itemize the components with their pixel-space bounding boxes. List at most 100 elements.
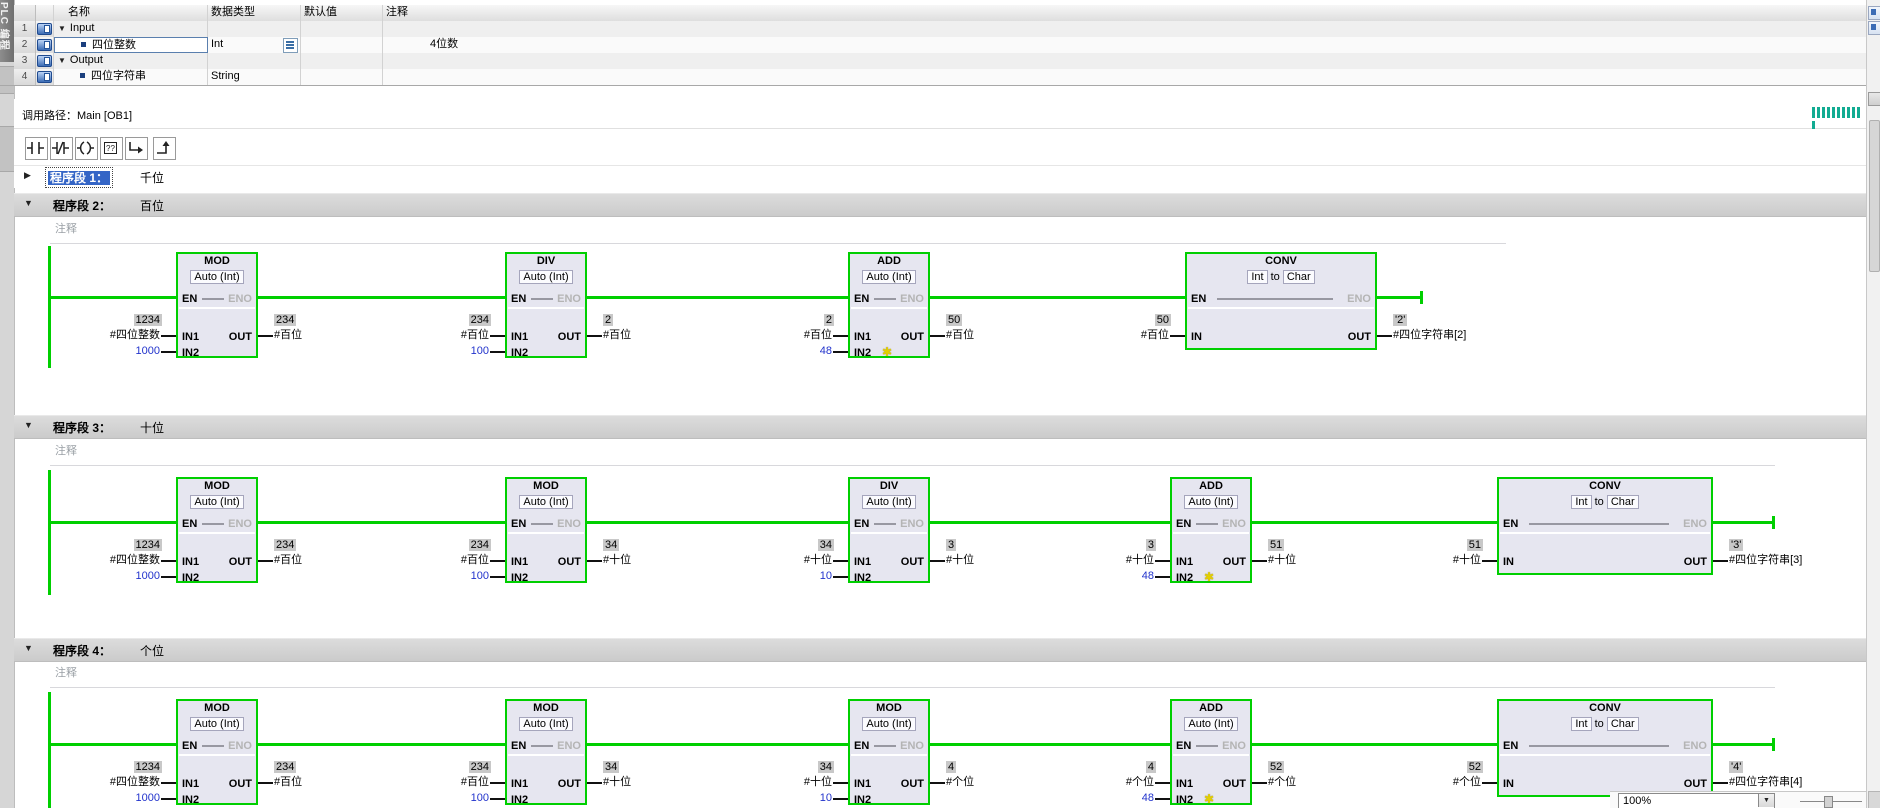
comment-cell[interactable] — [383, 53, 1866, 69]
chevron-down-icon[interactable]: ▼ — [1758, 794, 1774, 807]
header-name[interactable]: 名称 — [54, 5, 208, 21]
block-mode[interactable]: Int to Char — [1499, 717, 1711, 731]
constant-operand[interactable]: 1000 — [135, 570, 160, 582]
constant-operand[interactable]: 48 — [1141, 570, 1154, 582]
operand-name[interactable]: #十位 — [603, 554, 632, 566]
default-cell[interactable] — [301, 69, 383, 85]
name-cell[interactable]: 四位整数 — [54, 37, 208, 53]
operand-name[interactable]: #百位 — [460, 776, 489, 788]
collapse-triangle-icon[interactable]: ▼ — [58, 24, 66, 33]
operand-name[interactable]: #百位 — [603, 329, 632, 341]
network-header[interactable]: ▼程序段 3：十位 — [14, 415, 1866, 439]
operand-name[interactable]: #个位 — [1125, 776, 1154, 788]
network-header[interactable]: ▶程序段 1：千位 — [14, 166, 1866, 188]
network-title[interactable]: 十位 — [140, 421, 165, 435]
close-branch-button[interactable] — [153, 137, 176, 160]
operand-name[interactable]: #百位 — [1140, 329, 1169, 341]
name-cell[interactable]: ▼Output — [54, 53, 208, 69]
block-mode[interactable]: Auto (Int) — [178, 495, 256, 509]
datatype-cell[interactable]: String — [208, 69, 301, 85]
zoom-slider-thumb[interactable] — [1824, 796, 1833, 808]
collapse-triangle-icon[interactable]: ▼ — [24, 420, 33, 430]
operand-name[interactable]: #四位整数 — [109, 554, 160, 566]
insert-input-star-icon[interactable]: ✱ — [882, 345, 893, 359]
operand-name[interactable]: #四位整数 — [109, 776, 160, 788]
expand-triangle-icon[interactable]: ▶ — [24, 170, 31, 180]
network-comment[interactable]: 注释 — [55, 667, 77, 679]
operand-name[interactable]: #百位 — [460, 554, 489, 566]
datatype-dropdown-icon[interactable] — [283, 38, 298, 53]
block-mode[interactable]: Auto (Int) — [850, 717, 928, 731]
default-cell[interactable] — [301, 53, 383, 69]
block-mode[interactable]: Auto (Int) — [178, 270, 256, 284]
table-scroll-button[interactable] — [1868, 21, 1880, 35]
block-mode[interactable]: Int to Char — [1499, 495, 1711, 509]
header-comment[interactable]: 注释 — [386, 6, 408, 18]
empty-box-button[interactable]: ?? — [100, 137, 123, 160]
table-scroll-up-button[interactable] — [1868, 6, 1880, 20]
operand-name[interactable]: #个位 — [1268, 776, 1297, 788]
network-title[interactable]: 千位 — [140, 171, 165, 185]
block-mode[interactable]: Auto (Int) — [507, 717, 585, 731]
constant-operand[interactable]: 100 — [470, 792, 489, 804]
network-header[interactable]: ▼程序段 2：百位 — [14, 193, 1866, 217]
no-contact-button[interactable] — [25, 137, 48, 160]
block-mode[interactable]: Auto (Int) — [507, 270, 585, 284]
default-cell[interactable] — [301, 21, 383, 37]
operand-name[interactable]: #百位 — [274, 554, 303, 566]
operand-name[interactable]: #四位字符串[4] — [1729, 776, 1803, 788]
datatype-cell[interactable]: Int — [208, 37, 301, 53]
operand-name[interactable]: #十位 — [803, 776, 832, 788]
network-title[interactable]: 百位 — [140, 199, 165, 213]
collapse-triangle-icon[interactable]: ▼ — [24, 643, 33, 653]
constant-operand[interactable]: 100 — [470, 570, 489, 582]
operand-name[interactable]: #百位 — [803, 329, 832, 341]
operand-name[interactable]: #百位 — [460, 329, 489, 341]
default-cell[interactable] — [301, 37, 383, 53]
coil-button[interactable] — [75, 137, 98, 160]
operand-name[interactable]: #四位整数 — [109, 329, 160, 341]
insert-input-star-icon[interactable]: ✱ — [1204, 570, 1215, 584]
operand-name[interactable]: #百位 — [274, 776, 303, 788]
nc-contact-button[interactable] — [50, 137, 73, 160]
network-comment[interactable]: 注释 — [55, 223, 77, 235]
header-datatype[interactable]: 数据类型 — [208, 5, 301, 21]
operand-name[interactable]: #个位 — [1452, 776, 1481, 788]
datatype-cell[interactable] — [208, 53, 301, 69]
collapse-triangle-icon[interactable]: ▼ — [58, 56, 66, 65]
constant-operand[interactable]: 100 — [470, 345, 489, 357]
block-mode[interactable]: Auto (Int) — [1172, 495, 1250, 509]
block-mode[interactable]: Auto (Int) — [850, 270, 928, 284]
network-title[interactable]: 个位 — [140, 644, 165, 658]
block-mode[interactable]: Auto (Int) — [178, 717, 256, 731]
comment-cell[interactable]: 4位数 — [430, 38, 459, 50]
constant-operand[interactable]: 48 — [819, 345, 832, 357]
plc-programming-tab[interactable]: PLC 编程 — [0, 0, 14, 62]
operand-name[interactable]: #十位 — [603, 776, 632, 788]
network-header[interactable]: ▼程序段 4：个位 — [14, 638, 1866, 662]
constant-operand[interactable]: 1000 — [135, 345, 160, 357]
name-cell[interactable]: ▼Input — [54, 21, 208, 37]
operand-name[interactable]: #个位 — [946, 776, 975, 788]
zoom-level-combo[interactable]: 100% ▼ — [1618, 793, 1775, 808]
operand-name[interactable]: #十位 — [803, 554, 832, 566]
scrollbar-thumb[interactable] — [1869, 120, 1880, 272]
constant-operand[interactable]: 1000 — [135, 792, 160, 804]
comment-cell[interactable] — [383, 69, 1866, 85]
collapse-triangle-icon[interactable]: ▼ — [24, 198, 33, 208]
block-mode[interactable]: Auto (Int) — [850, 495, 928, 509]
